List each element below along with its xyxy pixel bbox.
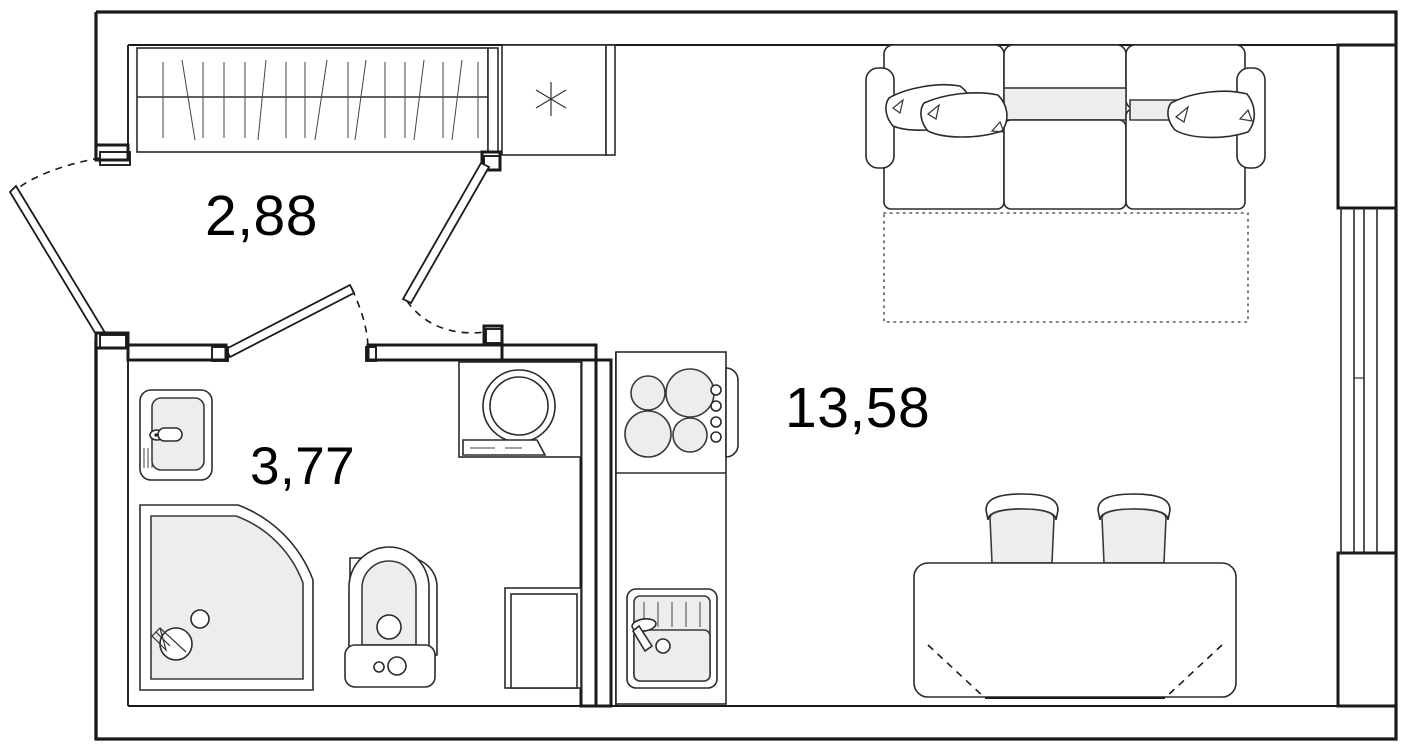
washing-machine	[458, 361, 582, 458]
dining-table	[913, 562, 1237, 699]
bathroom-cabinet	[504, 587, 582, 689]
bathroom-door[interactable]	[211, 283, 377, 362]
sofa	[865, 44, 1266, 210]
interior-walls	[126, 343, 617, 708]
cooktop	[624, 367, 739, 458]
hall-to-living-door[interactable]	[401, 161, 504, 346]
washbasin	[139, 389, 213, 481]
kitchen-sink	[626, 588, 718, 689]
room-area-label-living: 13,58	[785, 376, 931, 440]
storage-closet	[487, 44, 616, 159]
wardrobe	[136, 47, 489, 153]
asterisk-icon	[535, 82, 567, 116]
entrance-pier	[94, 143, 131, 166]
room-area-label-hall: 2,88	[205, 184, 318, 248]
room-area-label-bathroom: 3,77	[250, 437, 356, 496]
dining-chairs	[985, 493, 1171, 564]
window-right	[1340, 208, 1378, 553]
entrance-door[interactable]	[8, 157, 130, 350]
area-rug	[883, 212, 1249, 323]
toilet	[344, 546, 438, 688]
corner-shower	[139, 504, 314, 691]
